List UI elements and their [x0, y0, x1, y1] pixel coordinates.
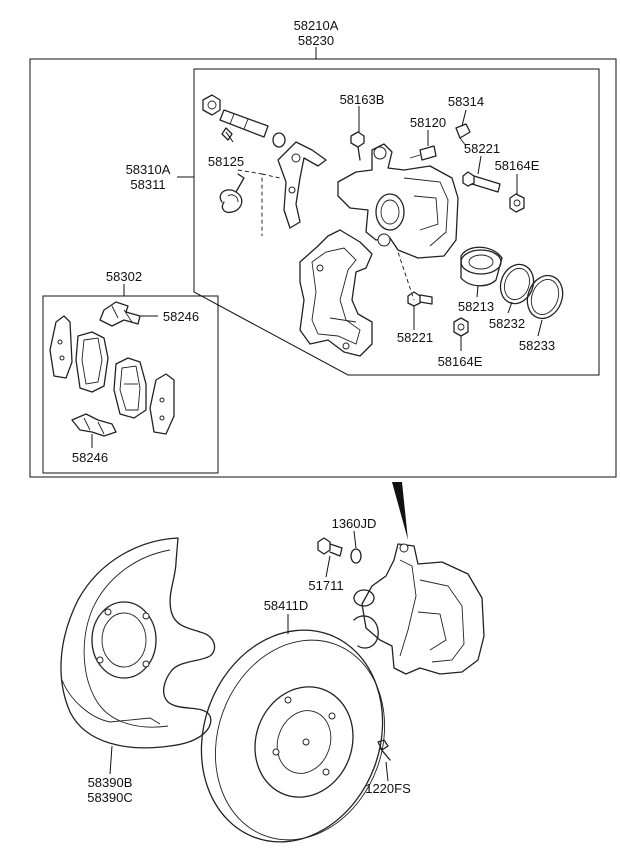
piston-part [460, 246, 503, 287]
nut-part [202, 94, 221, 116]
bolt-51711-part [317, 537, 343, 557]
label-piston: 58213 [458, 299, 494, 314]
label-shield-b: 58390C [87, 790, 133, 805]
brake-pad-right-part [113, 357, 147, 419]
piston-seal-part [499, 263, 535, 305]
label-bolt-58163b: 58163B [340, 92, 385, 107]
piston-boot-part [526, 274, 564, 320]
leader [225, 131, 234, 143]
label-guide-bolt-lower: 58221 [397, 330, 433, 345]
dust-shield-part [60, 537, 216, 749]
label-caliper-a: 58310A [126, 162, 171, 177]
label-assembly-a: 58210A [294, 18, 339, 33]
label-pin-boot: 58125 [208, 154, 244, 169]
caliper-subframe [193, 68, 600, 376]
leader [507, 301, 513, 314]
caliper-assembly-part [353, 543, 485, 675]
leader [325, 555, 331, 578]
pad-shim-right-part [149, 373, 175, 435]
label-bolt-51711: 51711 [308, 578, 343, 593]
brake-pad-left-part [75, 331, 109, 393]
label-piston-boot: 58233 [519, 338, 555, 353]
label-guide-bolt-upper: 58221 [464, 141, 500, 156]
guide-dash [261, 173, 281, 179]
caliper-carrier-part [299, 229, 373, 357]
label-boot-lower: 58164E [438, 354, 483, 369]
label-piston-seal: 58232 [489, 316, 525, 331]
bolt-58163b-part [350, 131, 365, 161]
pin-boot-part [219, 127, 245, 214]
washer-part [350, 548, 362, 564]
label-washer: 1360JD [332, 516, 377, 531]
bracket-hole [288, 186, 296, 194]
label-shield-a: 58390B [88, 775, 133, 790]
label-bleeder: 58120 [410, 115, 446, 130]
leader [537, 319, 543, 337]
leader [476, 285, 479, 298]
label-bleeder-cap: 58314 [448, 94, 484, 109]
label-caliper-b: 58311 [130, 177, 165, 192]
caliper-body-part [337, 143, 459, 259]
leader [385, 761, 389, 782]
leader [461, 109, 467, 127]
disc-screw-part [377, 739, 391, 761]
pad-kit-frame [42, 295, 219, 474]
brake-disc-part [200, 629, 386, 843]
guide-bolt-lower-part [407, 291, 433, 307]
bracket-hole [291, 153, 301, 163]
label-clip-upper: 58246 [163, 309, 199, 324]
assembly-pointer [392, 482, 408, 540]
pad-clip-lower-part [71, 413, 117, 437]
pad-shim-left-part [49, 315, 73, 379]
leader [353, 530, 357, 549]
guide-dash [395, 245, 415, 301]
label-pad-kit: 58302 [106, 269, 142, 284]
pad-clip-upper-part [99, 301, 141, 327]
leader [109, 745, 113, 775]
guide-pin-part [219, 109, 286, 148]
guide-bolt-upper-part [462, 171, 501, 193]
boot-upper-part [509, 193, 525, 213]
boot-lower-part [453, 317, 469, 337]
label-disc: 58411D [264, 598, 309, 613]
label-boot-upper: 58164E [495, 158, 540, 173]
label-clip-lower: 58246 [72, 450, 108, 465]
label-assembly-b: 58230 [298, 33, 334, 48]
label-disc-screw: 1220FS [365, 781, 411, 796]
bleeder-part [409, 145, 437, 161]
assembly-frame [29, 58, 617, 478]
bracket-part [277, 141, 327, 229]
leader [477, 155, 482, 175]
